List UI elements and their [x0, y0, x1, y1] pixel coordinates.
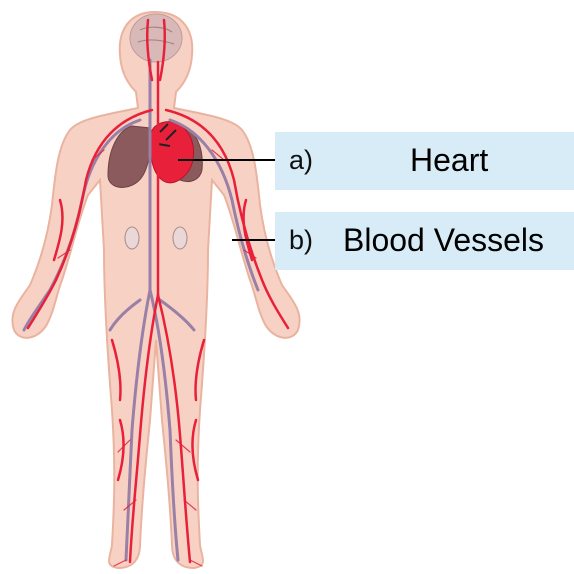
- blood-vessels-label-letter: b): [289, 225, 313, 256]
- arteries: [28, 20, 288, 562]
- brain: [130, 14, 182, 62]
- blood-vessels-label-box: b) Blood Vessels: [275, 212, 574, 270]
- heart-label-box: a) Heart: [275, 132, 574, 190]
- heart-label: Heart: [410, 142, 488, 179]
- heart-label-letter: a): [289, 145, 313, 176]
- heart: [150, 122, 194, 183]
- blood-vessels-label: Blood Vessels: [343, 222, 544, 259]
